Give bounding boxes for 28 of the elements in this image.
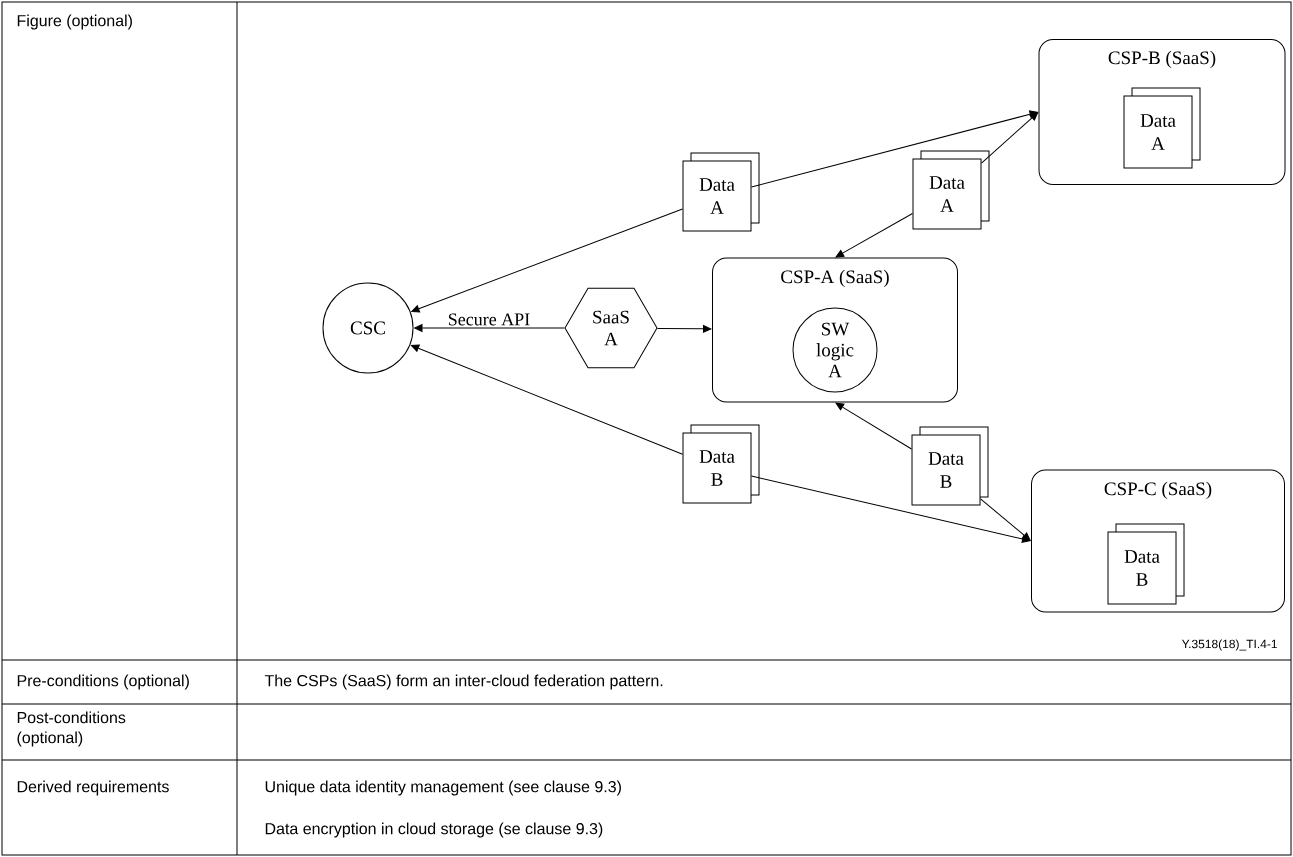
cell-text: The CSPs (SaaS) form an inter-cloud federation pattern. bbox=[264, 674, 663, 690]
arrow bbox=[751, 475, 1031, 543]
circle-node: SW logic A bbox=[792, 307, 878, 393]
cell-text: Unique data identity management (see clause 9.3) bbox=[265, 780, 621, 796]
document-stack: Data A bbox=[1123, 87, 1201, 169]
document-stack: Data A bbox=[912, 150, 990, 230]
arrow bbox=[411, 208, 683, 313]
arrow bbox=[835, 402, 912, 450]
row-heading: Figure (optional) bbox=[17, 14, 132, 30]
document-stack: Data B bbox=[1107, 523, 1185, 605]
arrow bbox=[981, 112, 1039, 164]
document-stack: Data B bbox=[682, 424, 760, 504]
circle-node: CSC bbox=[322, 282, 414, 374]
edge-label: Secure API bbox=[446, 312, 532, 327]
row-heading: Derived requirements bbox=[17, 780, 169, 796]
cell-text: Data encryption in cloud storage (se clause 9.3) bbox=[265, 822, 603, 838]
document-stack: Data B bbox=[911, 426, 989, 506]
arrow bbox=[835, 213, 913, 258]
figure-id: Y.3518(18)_TI.4-1 bbox=[1181, 639, 1277, 651]
arrow bbox=[751, 110, 1038, 188]
arrow bbox=[980, 498, 1031, 541]
hexagon-node: SaaS A bbox=[564, 287, 658, 369]
row-heading: Pre-conditions (optional) bbox=[17, 674, 189, 690]
document-stack: Data A bbox=[682, 152, 760, 232]
row-heading: Post-conditions (optional) bbox=[17, 711, 126, 747]
arrow bbox=[414, 324, 565, 332]
arrow bbox=[656, 325, 712, 333]
arrow bbox=[410, 344, 683, 455]
